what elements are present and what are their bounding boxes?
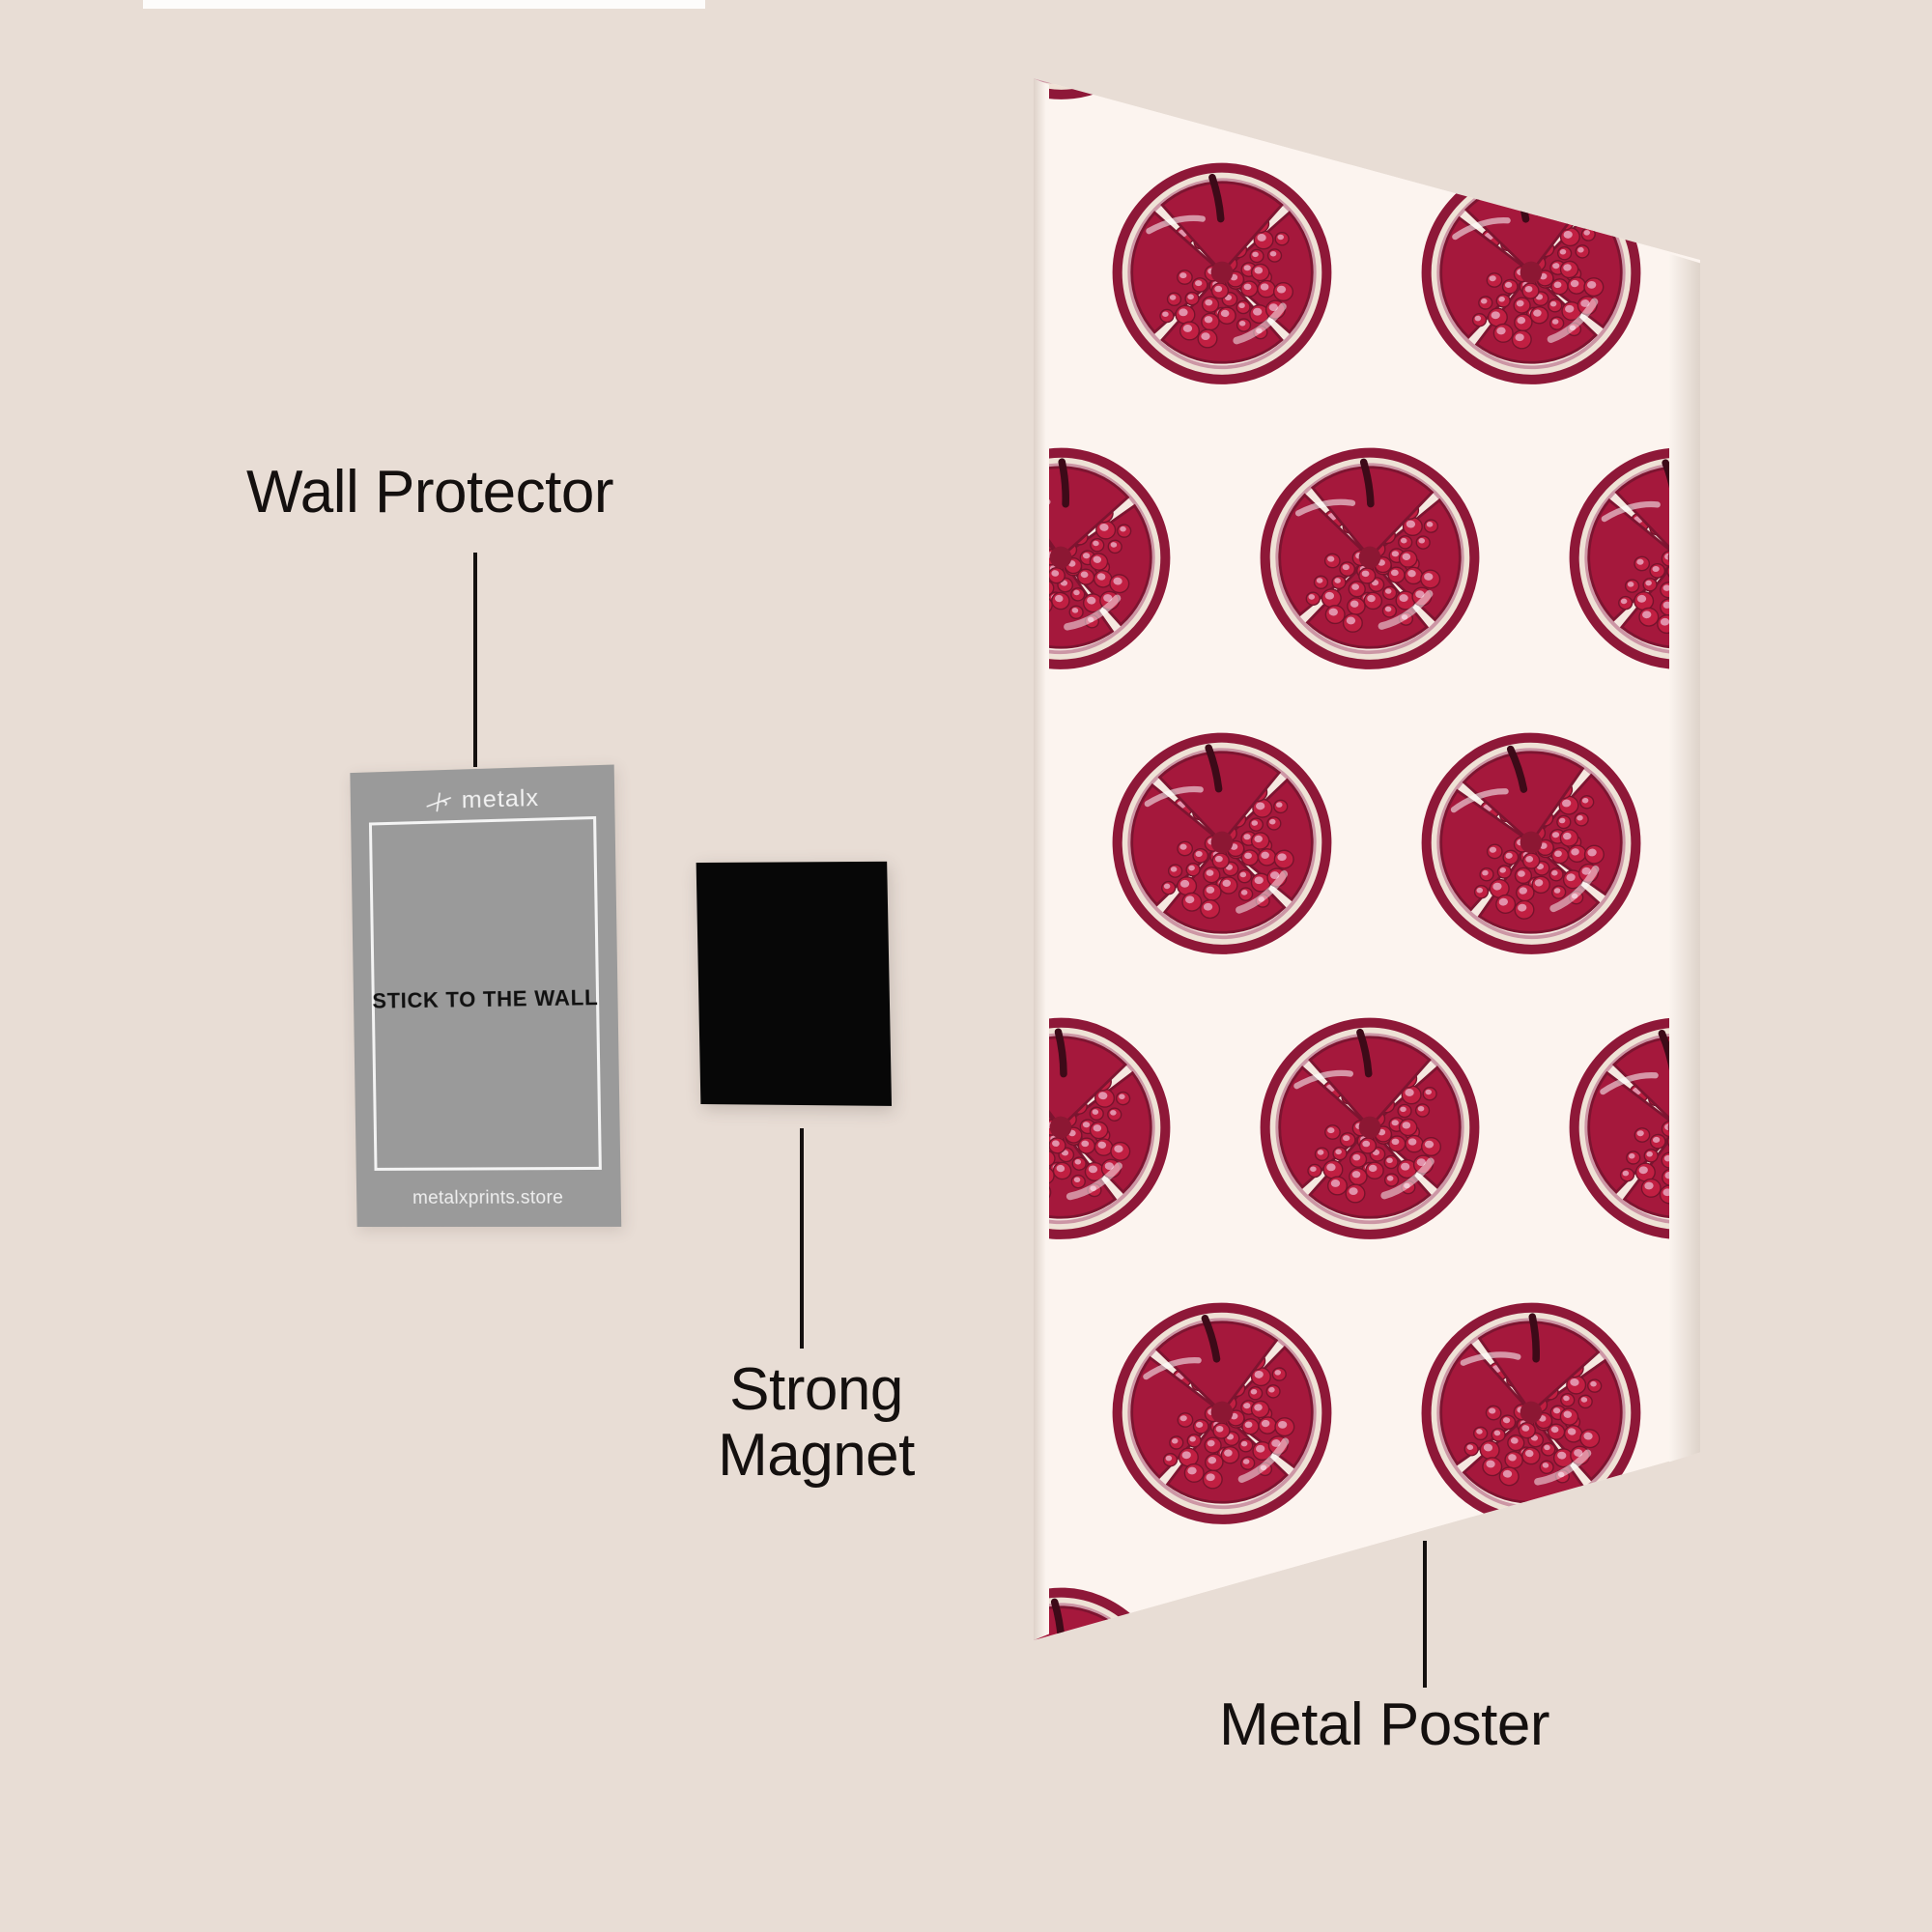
metal-poster: [1034, 78, 1700, 1640]
poster-right-edge: [1669, 253, 1700, 1463]
pomegranate-motif: [1034, 1571, 1187, 1640]
pomegranate-motif: [1244, 1571, 1496, 1640]
poster-artwork: [1034, 78, 1700, 1640]
card-headline: STICK TO THE WALL: [372, 984, 599, 1013]
pomegranate-motif: [1034, 129, 1056, 414]
card-url: metalxprints.store: [412, 1187, 564, 1208]
pomegranate-motif: [1095, 716, 1348, 968]
pomegranate-motif: [1034, 997, 1192, 1259]
leader-line-metal-poster: [1423, 1541, 1427, 1688]
pomegranate-motif: [1100, 151, 1344, 394]
leader-line-wall-protector: [473, 553, 477, 767]
brand-wordmark: metalx: [461, 784, 540, 814]
pomegranate-motif: [1034, 78, 1196, 122]
pomegranate-motif: [1396, 1277, 1665, 1547]
label-wall-protector: Wall Protector: [246, 459, 614, 526]
pomegranate-motif: [1034, 422, 1196, 692]
pomegranate-motif: [1034, 1291, 1035, 1534]
pomegranate-motif: [1557, 78, 1700, 109]
pomegranate-motif: [1401, 142, 1662, 404]
brand-logo: metalx: [351, 782, 615, 818]
pomegranate-motif: [1545, 1562, 1700, 1640]
pomegranate-motif: [1092, 1282, 1353, 1544]
label-metal-poster: Metal Poster: [1219, 1691, 1550, 1758]
pomegranate-motif: [1239, 78, 1501, 118]
pomegranate-motif: [1396, 707, 1665, 977]
leader-line-strong-magnet: [800, 1128, 804, 1349]
pomegranate-motif: [1244, 431, 1496, 683]
metalx-cross-mark-icon: [424, 789, 453, 813]
wall-protector-card[interactable]: metalx STICK TO THE WALL metalxprints.st…: [350, 764, 622, 1228]
strong-magnet-square[interactable]: [696, 861, 893, 1106]
pomegranate-motif: [1034, 716, 1039, 968]
pomegranate-motif: [1248, 1006, 1492, 1249]
label-strong-magnet: Strong Magnet: [718, 1356, 915, 1490]
top-white-strip: [143, 0, 705, 9]
